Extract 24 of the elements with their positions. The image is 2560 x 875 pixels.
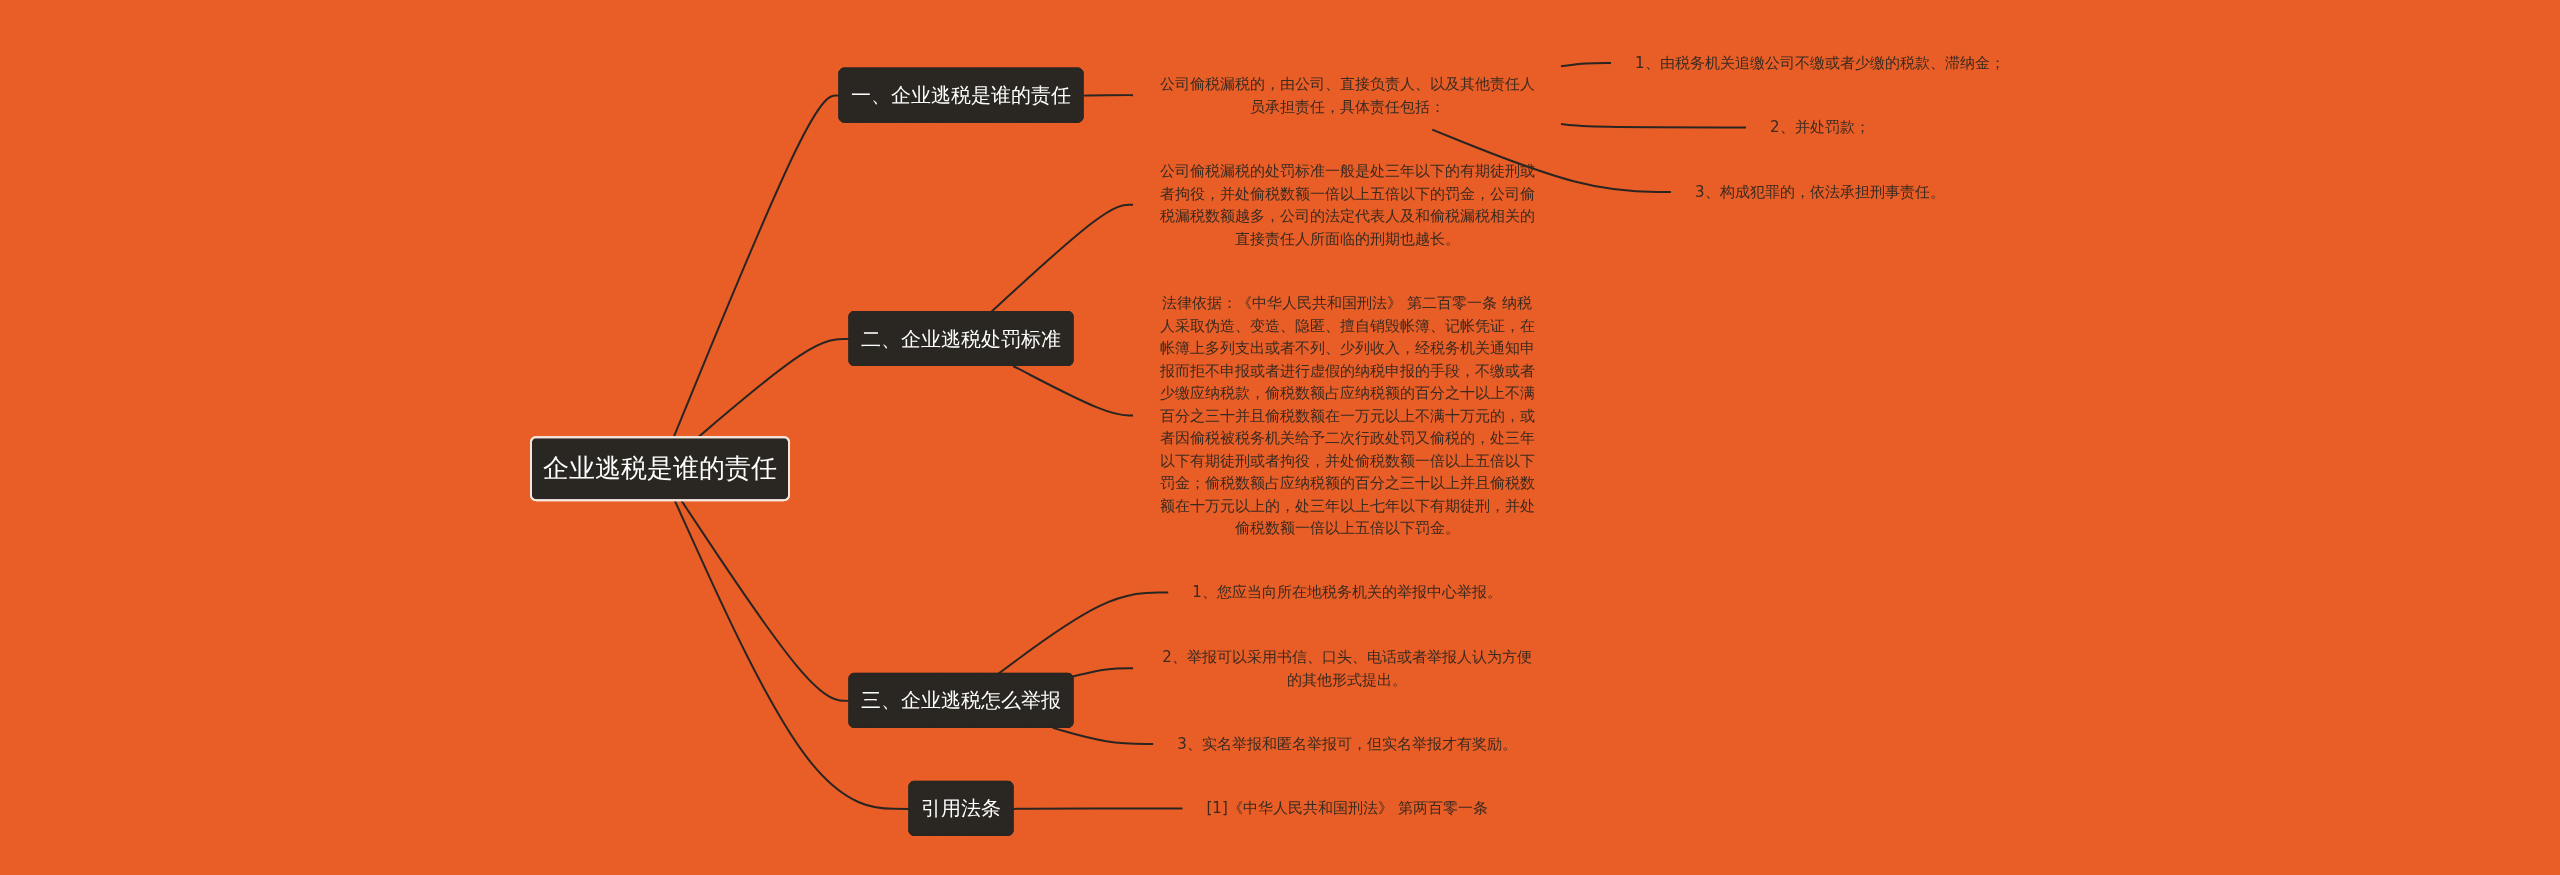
connector: [680, 499, 851, 702]
connector: [1560, 61, 1613, 68]
node-text: 1、由税务机关追缴公司不缴或者少缴的税款、滞纳金；: [1635, 53, 2005, 72]
connector: [1012, 365, 1135, 417]
connector: [1560, 123, 1748, 129]
connector: [674, 499, 911, 810]
connector: [697, 337, 851, 439]
node-text: 公司偷税漏税的处罚标准一般是处三年以下的有期徒刑或者拘役，并处偷税数额一倍以上五倍以下的罚金，公司偷税漏税数额越多，公司的法定代表人及和偷税漏税相关的直接责任人所面临的刑期也越长。: [1159, 161, 1535, 248]
connector: [997, 591, 1170, 675]
node-text: 3、实名举报和匿名举报可，但实名举报才有奖励。: [1177, 734, 1517, 753]
node-text: 3、构成犯罪的，依法承担刑事责任。: [1695, 182, 1945, 201]
connector: [990, 203, 1135, 313]
connector: [1012, 807, 1184, 810]
connector: [1082, 94, 1135, 97]
node-text: 1、您应当向所在地税务机关的举报中心举报。: [1192, 583, 1502, 602]
node-text: 2、举报可以采用书信、口头、电话或者举报人认为方便的其他形式提出。: [1162, 647, 1532, 689]
connector: [1072, 667, 1135, 678]
connector: [1051, 726, 1155, 745]
node-text: 2、并处罚款；: [1770, 118, 1870, 137]
node-text: 公司偷税漏税的，由公司、直接负责人、以及其他责任人员承担责任，具体责任包括：: [1159, 74, 1535, 116]
connector: [672, 94, 841, 439]
connector: [1431, 128, 1673, 193]
node-text: 法律依据：《中华人民共和国刑法》 第二百零一条 纳税人采取伪造、变造、隐匿、擅自销毁帐簿、记帐凭证，在帐簿上多列支出或者不列、少列收入，经税务机关通知申报而拒不申报或者进行虚假的纳税申报的手段，不缴或者少缴应纳税款，偷税数额占应纳税额的百分之十以上不满百分之三十并且偷税数额在一万元以上不满十万元的，或者因偷税被税务机关给予二次行政处罚又偷税的，处三年以下有期徒刑或者拘役，并处偷税数额一倍以上五倍以下罚金；偷税数额占应纳税额的百分之三十以上并且偷税数额在十万元以上的，处三年以上七年以下有期徒刑，并处偷税数额一倍以上五倍以下罚金。: [1159, 293, 1535, 537]
node-text: [1]《中华人民共和国刑法》 第两百零一条: [1206, 799, 1488, 818]
